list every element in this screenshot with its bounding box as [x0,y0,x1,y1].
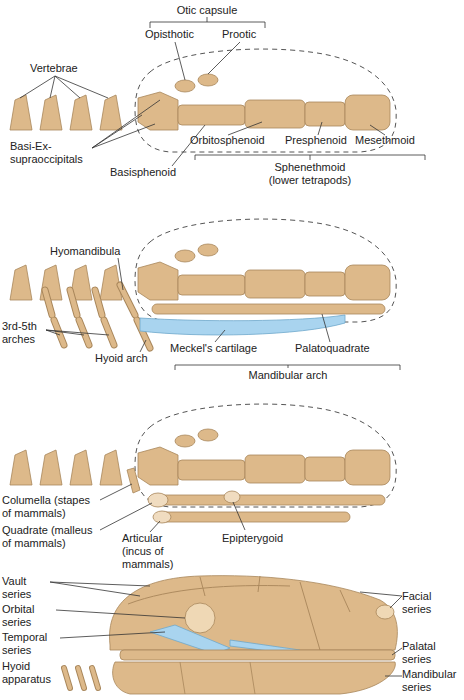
part-label: Hyoid arch [95,352,155,365]
leader-lines [50,582,402,676]
meckels-cartilage [140,315,345,335]
jaw-elements [127,468,385,522]
part-label: Mesethmoid [355,134,421,147]
hyoid-rods [64,668,98,688]
part-label: Prootic [222,28,272,41]
palatoquadrate-bar [152,304,385,314]
part-label: 3rd-5th arches [2,320,47,346]
part-label: Vault series [2,575,52,601]
braincase [10,404,396,507]
part-label: Basisphenoid [110,166,190,179]
skull-lateral [110,576,398,694]
part-label: Basi-Ex- supraoccipitals [10,140,90,166]
braincase [10,49,396,152]
part-label: Presphenoid [285,134,351,147]
part-label: Temporal series [2,631,57,657]
ossicle-shapes [148,491,240,523]
part-label: Quadrate (malleus of mammals) [2,524,102,550]
part-label: Orbital series [2,603,52,629]
part-label: Palatal series [402,640,462,666]
part-label: Hyomandibula [50,245,130,258]
gill-arches [45,285,150,348]
leader-lines [100,484,245,532]
part-label: Palatoquadrate [295,342,380,355]
part-label: Orbitosphenoid [190,134,270,147]
part-label: Opisthotic [145,28,205,41]
part-label: Facial series [402,590,462,616]
part-label: Otic capsule [167,4,247,17]
part-label: Epipterygoid [222,532,292,545]
part-label: Sphenethmoid (lower tetrapods) [260,161,360,187]
part-label: Mandibular arch [238,369,338,382]
leader-lines [20,17,425,166]
leader-lines [46,258,400,370]
part-label: Mandibular series [402,668,462,694]
part-label: Meckel's cartilage [170,342,265,355]
part-label: Articular (incus of mammals) [122,532,182,571]
part-label: Hyoid apparatus [2,660,57,686]
braincase [10,219,396,322]
part-label: Columella (stapes of mammals) [2,494,102,520]
part-label: Vertebrae [30,62,90,75]
